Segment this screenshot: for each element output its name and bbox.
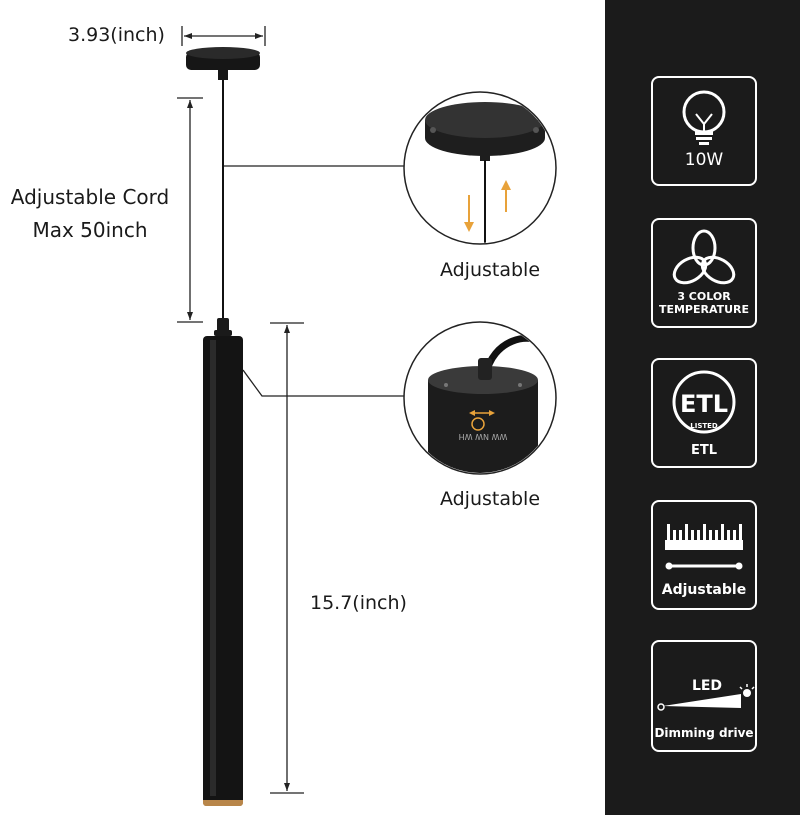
- feature-adjustable: Adjustable: [651, 500, 757, 610]
- feature-wattage-label: 10W: [684, 150, 724, 170]
- callout-leader-2: [242, 369, 405, 397]
- callout-1-label: Adjustable: [439, 259, 541, 281]
- canopy-width-label: 3.93(inch): [68, 24, 165, 46]
- feature-wattage: 10W: [651, 76, 757, 186]
- etl-listed-icon: ETL LISTED: [672, 370, 736, 434]
- feature-dimming-label: Dimming drive: [654, 726, 754, 740]
- product-diagram: WW NW WH 3.93(inch) Adjustable Cord Max …: [0, 24, 557, 806]
- feature-dimming: LED Dimming drive: [651, 640, 757, 752]
- dimming-icon: LED: [657, 678, 755, 711]
- pendant-light-illustration: WW NW WH: [177, 26, 557, 806]
- cord-length-line2: Max 50inch: [32, 218, 148, 242]
- etl-badge-text: ETL: [680, 390, 728, 418]
- callout-2-label: Adjustable: [439, 488, 541, 510]
- tube-length-dimension: [270, 322, 304, 794]
- bulb-icon: [682, 90, 726, 145]
- feature-adjustable-label: Adjustable: [661, 582, 747, 598]
- switch-text: WW NW WH: [459, 432, 508, 441]
- etl-badge-sub: LISTED: [690, 422, 718, 430]
- ruler-icon: [665, 524, 743, 570]
- feature-sidebar: 10W 3 COLOR TEMPERATURE ETL LISTED ETL: [605, 0, 800, 815]
- feature-etl: ETL LISTED ETL: [651, 358, 757, 468]
- callout-switch-detail: WW NW WH: [403, 321, 557, 475]
- tube-length-label: 15.7(inch): [310, 592, 407, 614]
- cord-length-line1: Adjustable Cord: [10, 185, 170, 209]
- feature-etl-label: ETL: [690, 443, 718, 458]
- dimming-led-text: LED: [692, 678, 722, 694]
- cord-grip: [214, 318, 232, 336]
- feature-color-temperature-line2: TEMPERATURE: [658, 303, 750, 316]
- callout-canopy-detail: [403, 91, 557, 245]
- cord-length-label: Adjustable Cord Max 50inch: [0, 181, 180, 247]
- feature-color-temperature-line1: 3 COLOR: [677, 290, 731, 303]
- feature-color-temperature: 3 COLOR TEMPERATURE: [651, 218, 757, 328]
- pendant-tube: [203, 336, 243, 806]
- canopy: [186, 47, 260, 80]
- color-temperature-icon: [672, 229, 736, 285]
- feature-color-temperature-label: 3 COLOR TEMPERATURE: [653, 290, 755, 316]
- cord-length-dimension: [177, 97, 203, 323]
- canopy-width-dimension: [181, 26, 266, 46]
